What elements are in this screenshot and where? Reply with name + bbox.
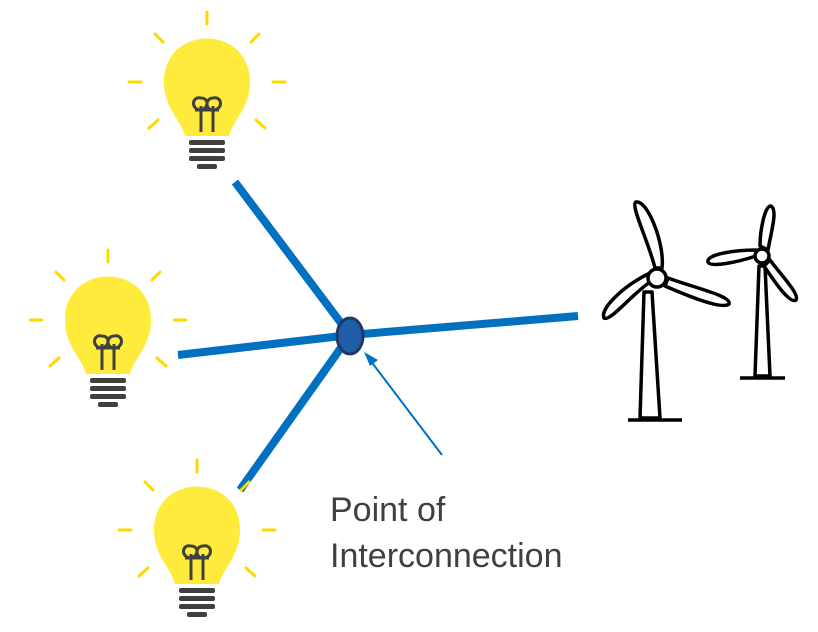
line-to-top-bulb [231,179,354,338]
pointer-arrow [369,359,443,456]
poi-label-line1: Point of [330,491,446,529]
interconnection-node [335,316,365,356]
light-bulb-icon [117,458,277,619]
wind-turbine-icon [706,204,799,380]
line-to-bottom-bulb [236,332,354,493]
wind-turbine-icon [601,200,731,422]
arrow-head [364,352,378,366]
light-bulb-icon [28,248,188,409]
light-bulb-icon [127,10,287,171]
line-to-wind-farm [349,312,579,339]
line-to-middle-bulb [177,331,351,359]
poi-label-line2: Interconnection [330,537,563,575]
